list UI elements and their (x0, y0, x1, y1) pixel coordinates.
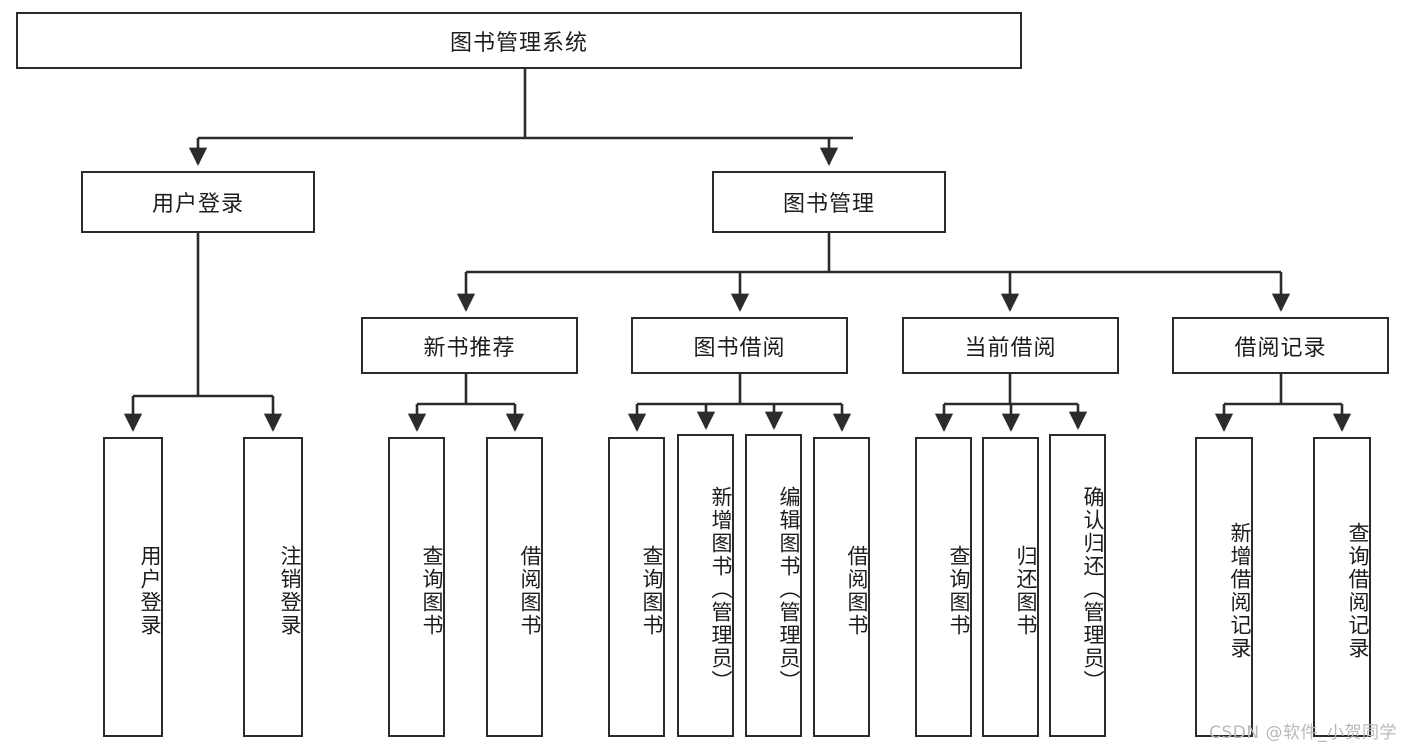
node-leaf-user-login-label: 用户登录 (138, 545, 162, 637)
node-leaf-query-borrow-record[interactable]: 查询借阅记录 (1313, 437, 1371, 737)
node-leaf-borrow-book-recommend-label: 借阅图书 (518, 545, 542, 637)
node-book-manage-label: 图书管理 (782, 192, 875, 217)
edge-bookborrow-to-leaves (627, 374, 852, 432)
node-leaf-add-book-label: 新增图书（管理员） (709, 486, 733, 693)
node-user-login[interactable]: 用户登录 (81, 171, 315, 233)
node-book-borrow[interactable]: 图书借阅 (631, 317, 848, 374)
node-leaf-borrow-book-label: 借阅图书 (845, 545, 869, 637)
node-root-library-system[interactable]: 图书管理系统 (16, 12, 1022, 69)
node-leaf-confirm-return[interactable]: 确认归还（管理员） (1049, 434, 1106, 737)
node-leaf-borrow-book[interactable]: 借阅图书 (813, 437, 870, 737)
node-leaf-query-book-current[interactable]: 查询图书 (915, 437, 972, 737)
node-book-manage[interactable]: 图书管理 (712, 171, 946, 233)
node-leaf-borrow-book-recommend[interactable]: 借阅图书 (486, 437, 543, 737)
node-borrow-record-label: 借阅记录 (1234, 335, 1327, 361)
node-leaf-query-book-current-label: 查询图书 (947, 545, 971, 637)
node-book-borrow-label: 图书借阅 (693, 335, 786, 361)
node-current-borrow-label: 当前借阅 (964, 335, 1057, 361)
edge-newbook-to-leaves (407, 374, 525, 432)
node-leaf-query-book-recommend-label: 查询图书 (420, 545, 444, 637)
node-current-borrow[interactable]: 当前借阅 (902, 317, 1119, 374)
node-leaf-return-book-label: 归还图书 (1014, 545, 1038, 637)
node-new-book-recommend[interactable]: 新书推荐 (361, 317, 578, 374)
edge-borrowrecord-to-leaves (1214, 374, 1352, 432)
node-leaf-query-book-recommend[interactable]: 查询图书 (388, 437, 445, 737)
node-root-label: 图书管理系统 (449, 30, 588, 56)
node-leaf-user-logout[interactable]: 注销登录 (243, 437, 303, 737)
node-leaf-query-book-borrow-label: 查询图书 (640, 545, 664, 637)
node-leaf-user-logout-label: 注销登录 (278, 545, 302, 637)
node-leaf-user-login[interactable]: 用户登录 (103, 437, 163, 737)
edge-currentborrow-to-leaves (934, 374, 1088, 432)
csdn-watermark: CSDN @软件_小贺同学 (1209, 723, 1397, 743)
node-leaf-edit-book-label: 编辑图书（管理员） (777, 486, 801, 693)
node-leaf-add-borrow-record-label: 新增借阅记录 (1228, 522, 1252, 660)
node-leaf-add-book[interactable]: 新增图书（管理员） (677, 434, 734, 737)
node-new-book-recommend-label: 新书推荐 (423, 335, 516, 361)
edge-root-to-level2 (188, 69, 853, 166)
edge-userlogin-to-leaves (123, 233, 283, 432)
edge-bookmanage-to-level3 (456, 233, 1291, 312)
node-leaf-confirm-return-label: 确认归还（管理员） (1081, 486, 1105, 693)
node-leaf-query-borrow-record-label: 查询借阅记录 (1346, 522, 1370, 660)
node-leaf-edit-book[interactable]: 编辑图书（管理员） (745, 434, 802, 737)
node-borrow-record[interactable]: 借阅记录 (1172, 317, 1389, 374)
node-leaf-add-borrow-record[interactable]: 新增借阅记录 (1195, 437, 1253, 737)
node-user-login-label: 用户登录 (151, 192, 244, 217)
node-leaf-query-book-borrow[interactable]: 查询图书 (608, 437, 665, 737)
node-leaf-return-book[interactable]: 归还图书 (982, 437, 1039, 737)
